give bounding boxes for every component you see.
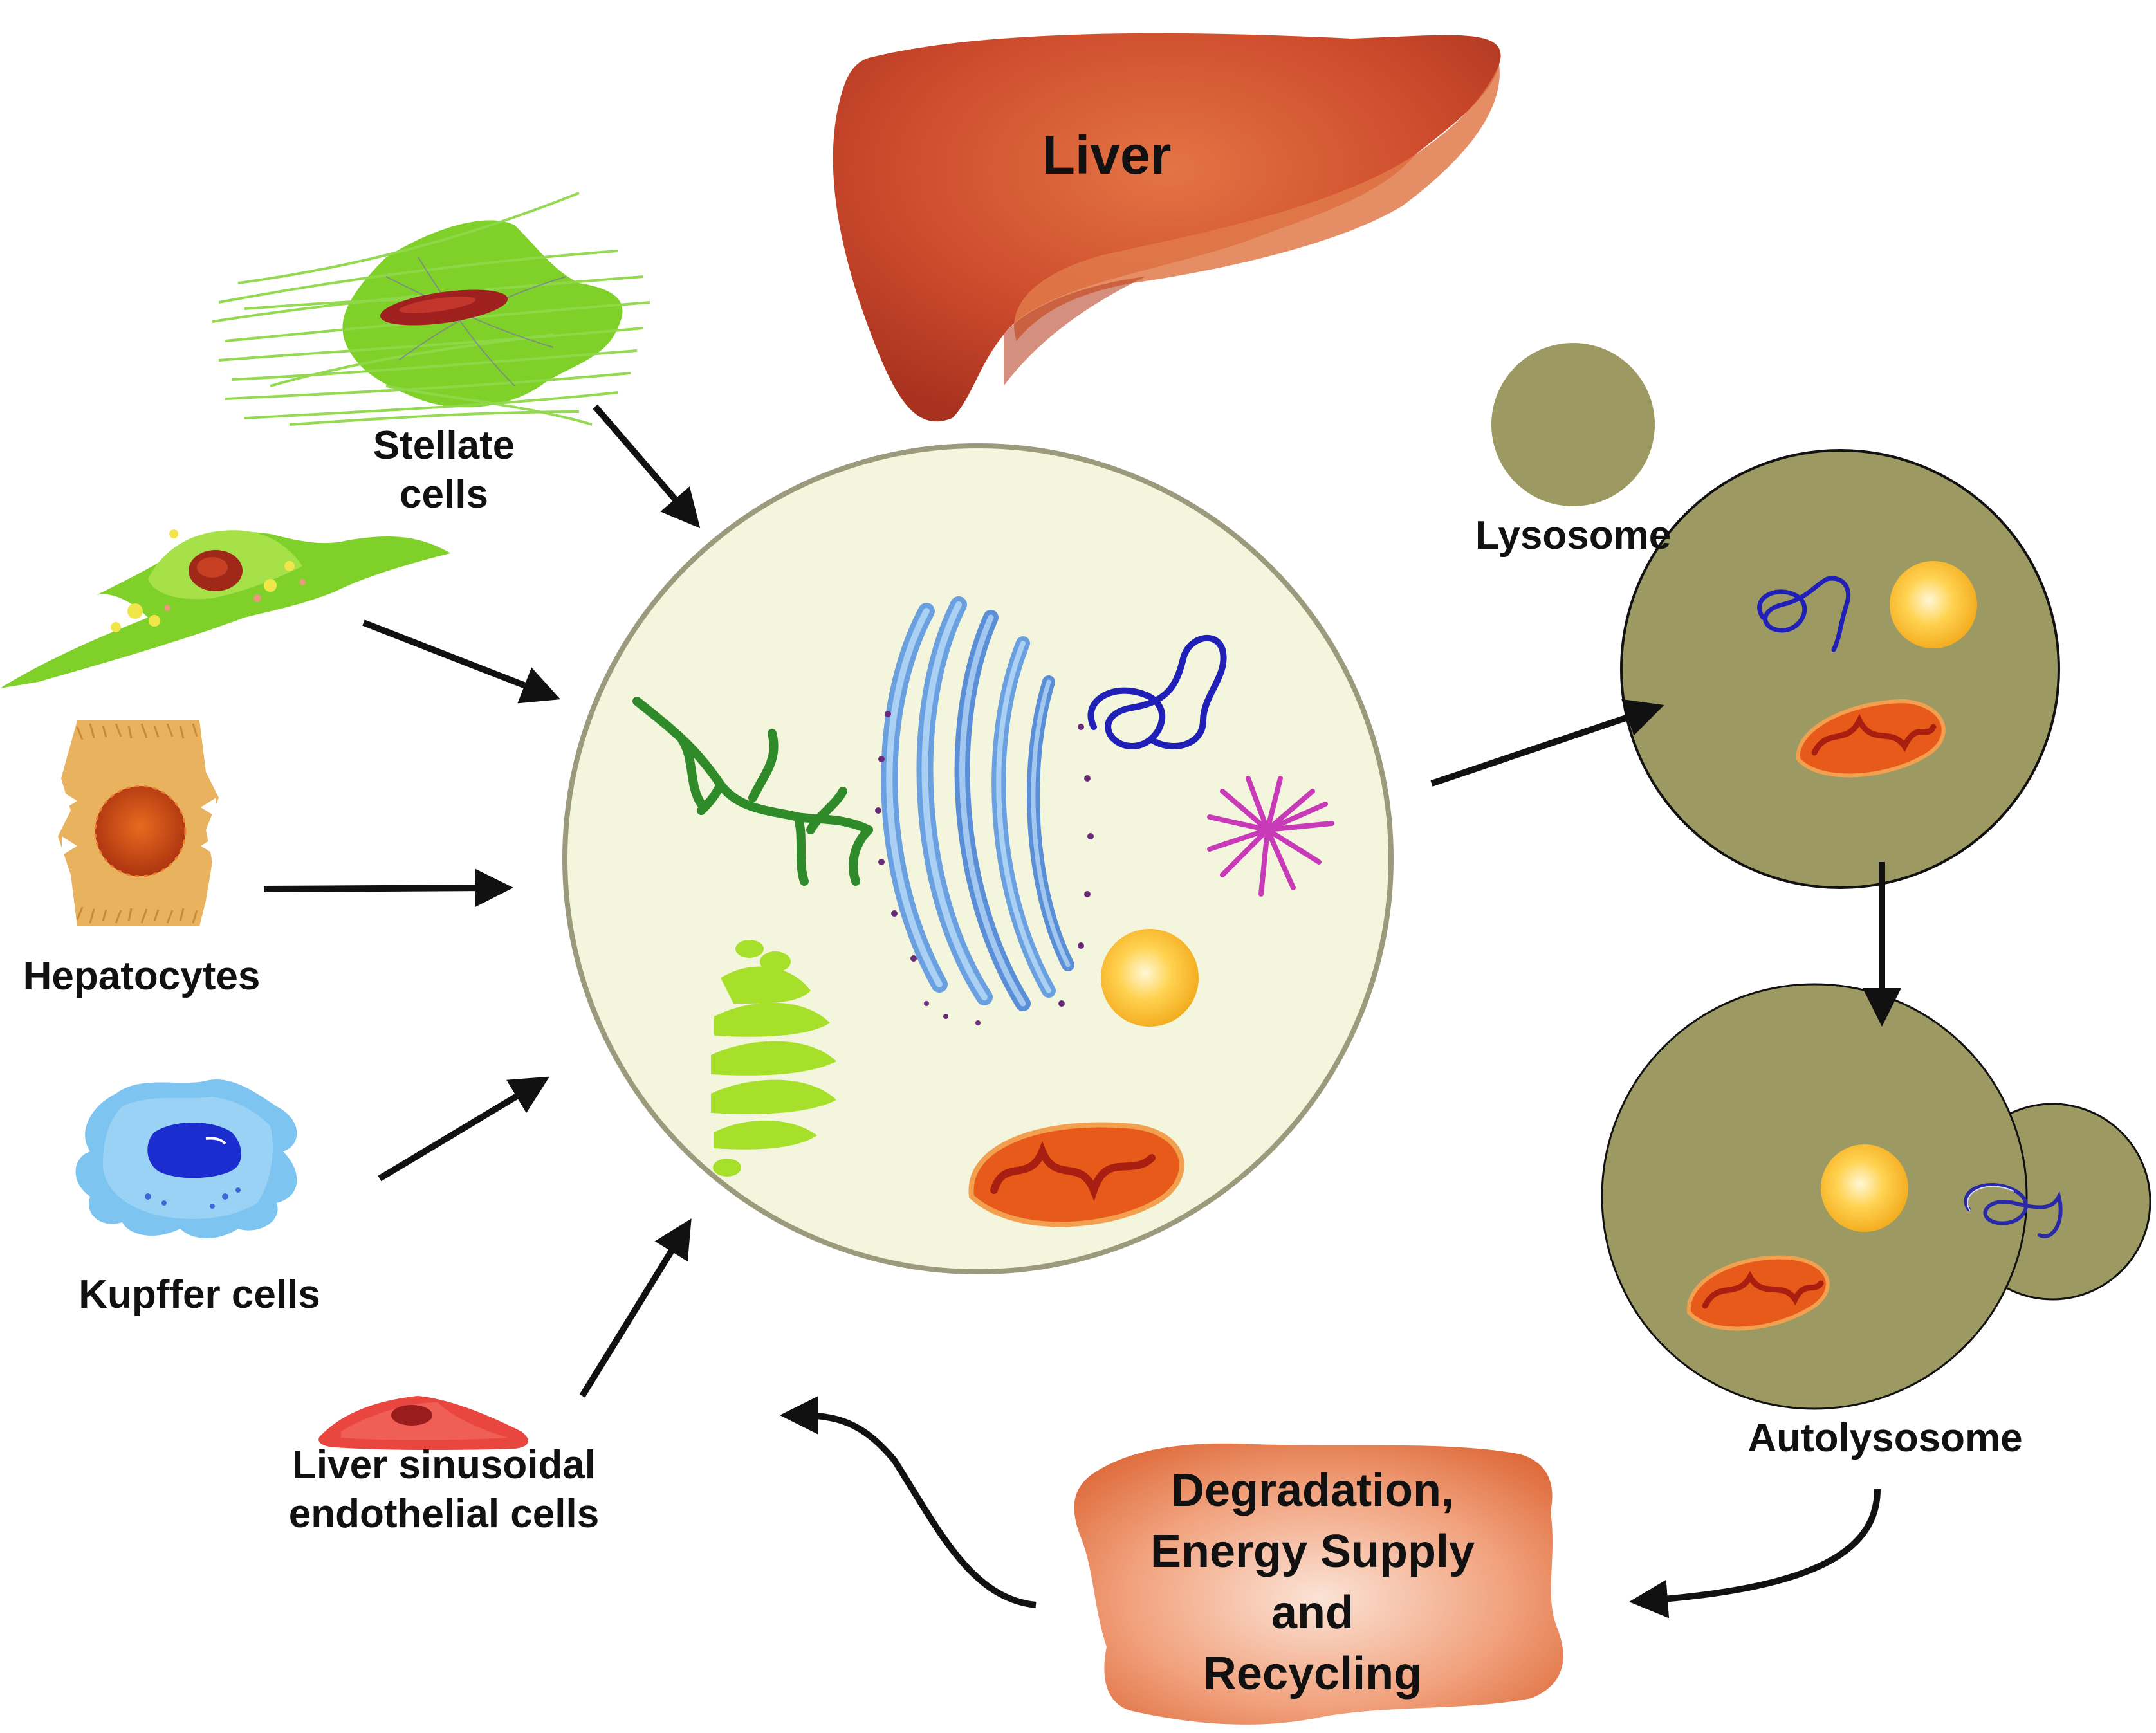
golgi-organelle	[881, 596, 1074, 1011]
kupffer-cell	[75, 1079, 297, 1238]
kupffer-label: Kupffer cells	[78, 1272, 320, 1317]
autolysosome-label: Autolysosome	[1747, 1416, 2023, 1460]
golgi-vesicles	[875, 711, 1094, 1025]
outcome-label-line4: Recycling	[1202, 1648, 1423, 1700]
lsec-label-line1: Liver sinusoidal	[291, 1443, 596, 1487]
yellow-vesicle	[1101, 929, 1199, 1027]
arrow-to-autophagosome	[1430, 699, 1664, 787]
arrow-autolysosome-to-outcome	[1629, 1489, 1881, 1618]
liver-illustration	[833, 33, 1501, 422]
stellate-cell-quiescent	[212, 192, 650, 426]
hepatocyte-cell	[58, 720, 219, 926]
pink-star-organelle	[1207, 776, 1334, 897]
lysosome	[1491, 343, 1655, 506]
hepatocytes-label: Hepatocytes	[23, 954, 261, 998]
arrow-stellate	[593, 404, 701, 529]
er-organelle	[632, 697, 873, 886]
arrow-hepatocytes	[263, 868, 513, 908]
arrow-kupffer	[378, 1076, 550, 1182]
outcome-blob	[1074, 1443, 1563, 1725]
stellate-label-line2: cells	[400, 472, 488, 517]
arrows	[263, 404, 1901, 1618]
arrow-stellate-activated	[362, 619, 561, 704]
stellate-cell-activated	[0, 529, 450, 688]
outcome-label-line2: Energy Supply	[1150, 1526, 1475, 1578]
autophagosome	[1620, 449, 2060, 889]
mitochondrion	[968, 1122, 1184, 1227]
outcome-label: Degradation, Energy Supply and Recycling	[1100, 1460, 1525, 1705]
lsec-label: Liver sinusoidal endothelial cells	[219, 1441, 669, 1538]
lsec-label-line2: endothelial cells	[288, 1491, 600, 1536]
outcome-label-line3: and	[1271, 1587, 1354, 1639]
arrow-outcome-to-cell	[780, 1396, 1037, 1608]
central-cell	[562, 443, 1394, 1274]
stellate-label: Stellate cells	[322, 421, 566, 518]
stellate-label-line1: Stellate	[373, 423, 515, 468]
liver-label: Liver	[1042, 125, 1172, 185]
protein-aggregate	[1087, 635, 1227, 750]
green-stacked-organelle	[711, 940, 836, 1177]
arrow-lsec	[579, 1218, 692, 1398]
autolysosome	[1601, 983, 2151, 1410]
outcome-label-line1: Degradation,	[1170, 1465, 1455, 1516]
lsec-cell	[318, 1396, 528, 1451]
lysosome-label: Lysosome	[1475, 513, 1672, 558]
